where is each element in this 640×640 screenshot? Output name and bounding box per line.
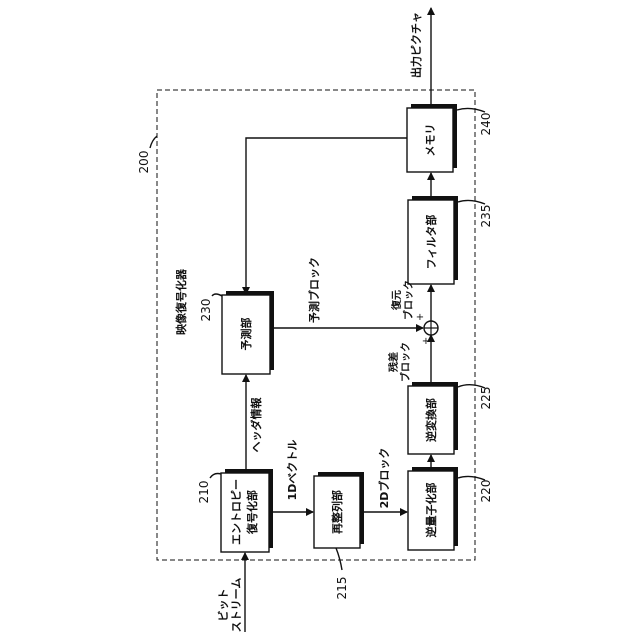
inverse-transform-label: 逆変換部 (424, 398, 438, 442)
rearrange-ref-leader (336, 548, 342, 570)
rearrange-block: 再整列部 (314, 472, 364, 548)
predictor-label: 予測部 (239, 318, 253, 351)
rearrange-label: 再整列部 (330, 490, 344, 534)
dequantizer-label: 逆量子化部 (424, 483, 438, 538)
predictor-ref: 230 (199, 299, 213, 322)
entropy-decoder-label-1: エントロピー (230, 479, 243, 545)
memory-ref-leader (457, 108, 485, 112)
entropy-decoder-ref-leader (210, 474, 221, 479)
rearrange-ref: 215 (335, 577, 349, 600)
restored-label-1: 復元 (390, 290, 403, 311)
memory-label: メモリ (424, 124, 437, 157)
inverse-transform-ref: 225 (479, 387, 493, 410)
predictor-ref-leader (212, 294, 222, 296)
bitstream-label-2: ストリーム (230, 578, 243, 633)
bitstream-label-1: ビット (216, 589, 230, 622)
vector-1d-label: 1Dベクトル (286, 440, 299, 501)
entropy-decoder-label-2: 復号化部 (245, 490, 259, 535)
block-2d-label: 2Dブロック (377, 448, 391, 509)
filter-block: フィルタ部 (408, 196, 458, 284)
predictor-block: 予測部 (222, 291, 274, 374)
inverse-transform-block: 逆変換部 (408, 382, 458, 454)
header-info-label: ヘッダ情報 (249, 397, 263, 453)
adder-plus-bottom: + (422, 336, 430, 347)
filter-label: フィルタ部 (424, 215, 438, 270)
memory-block: メモリ (407, 104, 457, 172)
decoder-title: 映像復号化器 (174, 268, 188, 335)
dequantizer-block: 逆量子化部 (408, 467, 458, 550)
prediction-block-label: 予測ブロック (307, 257, 321, 323)
filter-ref-leader (458, 200, 485, 204)
entropy-decoder-ref: 210 (197, 481, 211, 504)
decoder-ref: 200 (137, 151, 151, 174)
memory-to-predictor-arrow (246, 138, 407, 294)
adder-symbol (424, 321, 438, 335)
decoder-ref-leader (150, 136, 157, 148)
adder-plus-top: + (416, 312, 424, 323)
dequantizer-ref-leader (458, 476, 485, 480)
memory-ref: 240 (479, 113, 493, 136)
dequantizer-ref: 220 (479, 480, 493, 503)
residual-label-1: 残差 (387, 352, 400, 372)
restored-label-2: ブロック (402, 280, 415, 320)
filter-ref: 235 (479, 205, 493, 228)
entropy-decoder-block: エントロピー 復号化部 (221, 469, 273, 552)
output-picture-label: 出力ピクチャ (409, 12, 423, 78)
residual-label-2: ブロック (399, 342, 412, 382)
